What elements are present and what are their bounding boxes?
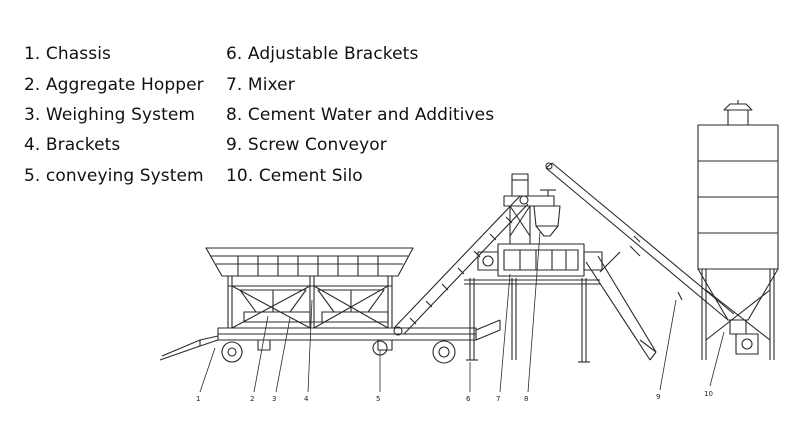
screw-conveyor	[545, 162, 735, 321]
legend-item-aggregate-hopper: 2. Aggregate Hopper	[24, 75, 204, 95]
callout-5: 5	[376, 395, 380, 403]
callout-4: 4	[304, 395, 309, 403]
legend-item-cement-silo: 10. Cement Silo	[226, 166, 363, 186]
callout-2: 2	[250, 395, 254, 403]
cement-water-additives	[503, 173, 561, 244]
belt-conveyor	[393, 195, 529, 336]
callout-3: 3	[272, 395, 276, 403]
legend-item-chassis: 1. Chassis	[24, 44, 111, 64]
cement-silo	[697, 100, 779, 360]
mixer	[477, 243, 657, 361]
aggregate-hopper	[205, 247, 414, 313]
chassis	[159, 319, 501, 361]
callout-1: 1	[196, 395, 200, 403]
wheel-rear	[432, 340, 456, 364]
wheel-front	[221, 341, 243, 363]
adjustable-brackets	[464, 278, 600, 363]
legend-item-brackets: 4. Brackets	[24, 135, 121, 155]
callout-labels: 1 2 3 4 5 6 7 8 9 10	[196, 390, 713, 403]
callout-leaders	[199, 231, 725, 393]
legend-item-screw-conveyor: 9. Screw Conveyor	[226, 135, 387, 155]
legend-item-conveying-system: 5. conveying System	[24, 166, 204, 186]
legend-item-weighing-system: 3. Weighing System	[24, 105, 196, 125]
callout-7: 7	[496, 395, 500, 403]
callout-9: 9	[656, 393, 660, 401]
callout-8: 8	[524, 395, 528, 403]
weighing-system	[243, 311, 389, 323]
callout-10: 10	[704, 390, 713, 398]
legend-item-adjustable-brackets: 6. Adjustable Brackets	[226, 44, 419, 64]
component-legend: 1. Chassis 2. Aggregate Hopper 3. Weighi…	[0, 0, 800, 200]
legend-item-mixer: 7. Mixer	[226, 75, 295, 95]
hopper-brackets	[227, 276, 393, 329]
legend-item-cement-water-additives: 8. Cement Water and Additives	[226, 105, 495, 125]
callout-6: 6	[466, 395, 471, 403]
